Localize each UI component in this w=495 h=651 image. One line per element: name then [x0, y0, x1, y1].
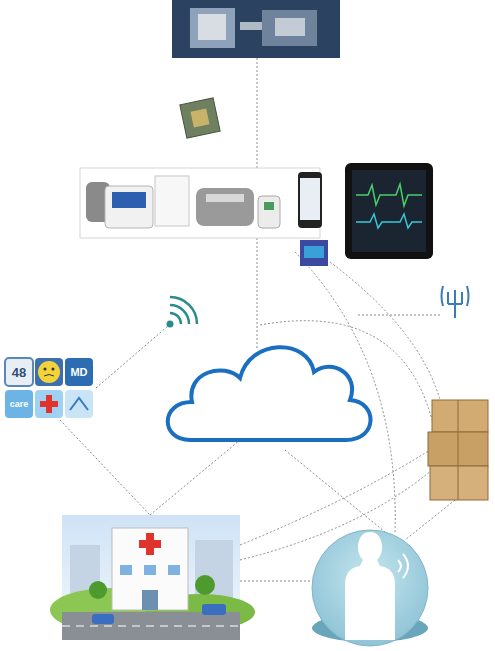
chip-core	[191, 109, 210, 128]
machine-part	[275, 18, 305, 36]
app-icon	[35, 358, 63, 386]
app-icon	[65, 358, 93, 386]
red-cross	[40, 401, 58, 407]
signal-wave	[398, 560, 401, 572]
wifi-arc	[170, 313, 181, 324]
chip-body	[180, 98, 220, 138]
machine-part	[240, 22, 262, 30]
parcel	[430, 466, 488, 500]
medical-devices	[80, 168, 328, 266]
wifi-arc	[170, 305, 189, 324]
machine-photo	[172, 0, 340, 58]
app-icon-text: 48	[5, 358, 33, 386]
window	[168, 565, 180, 575]
car	[92, 614, 114, 624]
tablet	[345, 163, 433, 259]
tablet-screen	[352, 170, 426, 252]
scale-device	[155, 176, 189, 226]
ecg-wave	[356, 184, 422, 206]
app-icon-text: care	[5, 390, 33, 418]
road-marking	[62, 626, 240, 627]
cpap-top	[206, 194, 244, 202]
dashed-line	[240, 581, 312, 582]
glucometer-screen	[264, 202, 274, 210]
scene-sky	[62, 515, 240, 640]
dashed-line	[257, 238, 258, 350]
window	[120, 565, 132, 575]
tower-wave	[442, 286, 444, 306]
wifi-arc	[170, 297, 197, 324]
road	[62, 612, 240, 640]
window	[144, 565, 156, 575]
tower-wave	[467, 286, 469, 306]
disc	[312, 530, 428, 646]
tower-antenna	[447, 292, 449, 304]
smiley-mouth	[44, 375, 54, 377]
wearable-detail	[304, 246, 324, 258]
wifi-dot	[167, 321, 174, 328]
dashed-line	[285, 450, 385, 532]
smiley-eye	[44, 368, 47, 371]
hospital-scene	[50, 515, 255, 640]
phone	[298, 172, 322, 228]
dashed-curve	[240, 450, 430, 545]
tree	[89, 581, 107, 599]
tablet-frame	[345, 163, 433, 259]
cpap-machine	[196, 188, 254, 226]
machine-part	[190, 8, 235, 48]
dashed-line	[150, 440, 240, 515]
smiley-face	[38, 361, 60, 383]
red-cross	[139, 540, 161, 548]
cloud-symbol	[168, 347, 371, 440]
glucometer	[258, 196, 280, 228]
app-glyph	[70, 398, 88, 410]
app-icon-text: MD	[65, 358, 93, 386]
app-icon	[5, 358, 33, 386]
wifi-icon	[167, 297, 198, 328]
machine-part	[262, 10, 317, 46]
wearable-patient	[312, 530, 428, 646]
door	[142, 590, 158, 610]
signal-wave	[403, 554, 408, 578]
bp-monitor	[105, 186, 153, 228]
app-icon	[35, 390, 63, 418]
device-panel	[80, 168, 320, 238]
app-icons	[5, 358, 93, 418]
machine-part	[198, 14, 226, 40]
app-icon	[65, 390, 93, 418]
parcel	[432, 400, 488, 432]
cell-tower-icon	[442, 286, 469, 318]
app-icon	[5, 390, 33, 418]
ecg-wave	[356, 214, 422, 228]
person-silhouette	[345, 532, 395, 640]
parcel-stack	[428, 400, 488, 500]
dashed-line	[358, 315, 440, 316]
dashed-line	[257, 58, 258, 168]
phone-screen	[300, 178, 320, 220]
parcel-tape	[458, 400, 459, 500]
tree	[195, 575, 215, 595]
hospital-building	[112, 528, 188, 610]
tower-bar	[448, 303, 462, 305]
dashed-links	[60, 58, 455, 581]
bp-display	[112, 192, 146, 208]
tower-antenna	[461, 292, 463, 304]
chip-icon	[180, 98, 220, 138]
smiley-eye	[52, 368, 55, 371]
dashed-line	[60, 420, 150, 515]
dashed-line	[96, 326, 168, 388]
wearable-box	[300, 240, 328, 266]
car	[202, 604, 226, 615]
photo-background	[172, 0, 340, 58]
dashed-line	[405, 500, 455, 540]
